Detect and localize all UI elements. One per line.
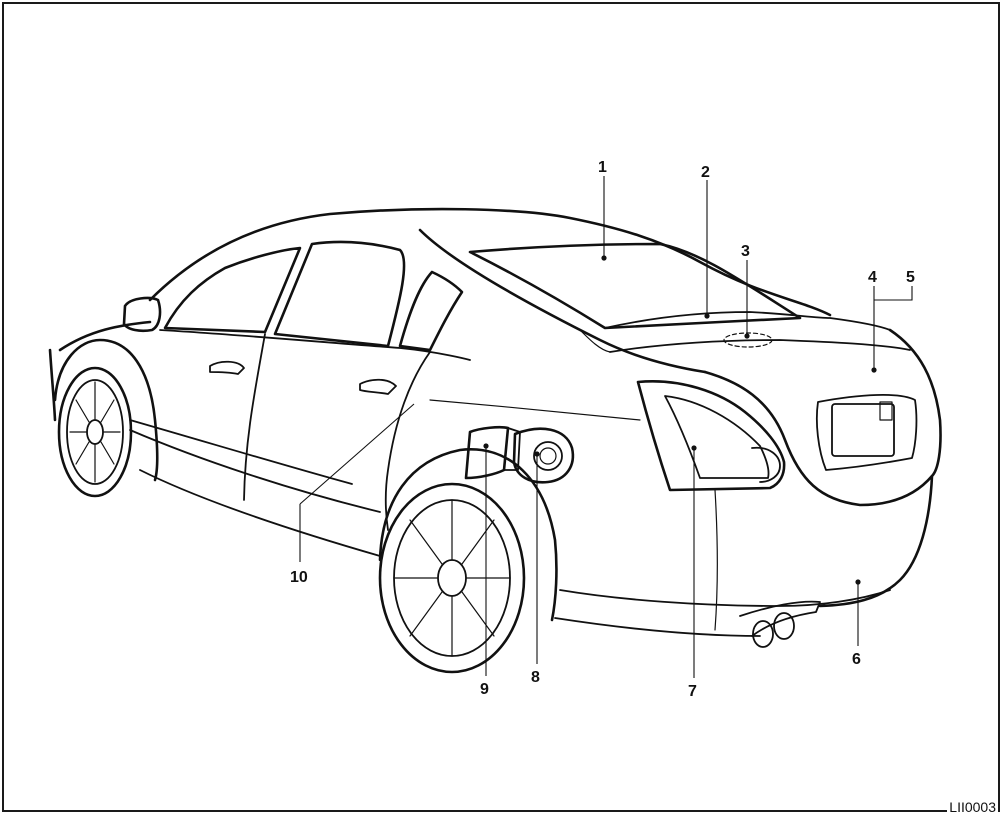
fuel-door xyxy=(464,425,510,480)
callout-3: 3 xyxy=(741,243,750,260)
bumper-seam xyxy=(714,489,718,631)
car-illustration xyxy=(48,207,942,674)
quarter-window xyxy=(398,270,464,352)
callout-labels: 1 2 3 4 5 6 7 8 9 10 xyxy=(290,159,915,700)
front-wheel-arch xyxy=(53,338,159,482)
exhaust-cutout xyxy=(739,600,821,637)
quarter-character-line xyxy=(429,399,641,421)
trunk-lid xyxy=(604,311,891,331)
front-door-window xyxy=(163,246,302,334)
rear-door-window xyxy=(273,240,406,348)
rear-door-rear-edge xyxy=(384,351,431,531)
callout-1: 1 xyxy=(598,159,607,176)
exhaust-tip-left xyxy=(752,620,774,648)
front-body-edge xyxy=(48,348,57,422)
tail-light xyxy=(636,380,786,492)
rear-wheel xyxy=(378,482,526,674)
tail-light-lens xyxy=(664,395,770,479)
bumper-lower xyxy=(554,617,761,637)
license-recess xyxy=(815,394,918,471)
rear-door-handle xyxy=(359,378,397,395)
callout-leaders xyxy=(299,176,913,678)
rear-quarter xyxy=(703,370,934,507)
side-mirror xyxy=(122,296,162,333)
front-door-rear-edge xyxy=(243,333,266,501)
callout-8: 8 xyxy=(531,669,540,686)
callout-2: 2 xyxy=(701,164,710,181)
rear-end xyxy=(818,328,942,608)
rear-wheel-arch xyxy=(378,448,558,622)
roof-outline xyxy=(148,207,832,317)
rear-window xyxy=(468,242,802,330)
rear-bumper xyxy=(559,589,891,607)
callout-10: 10 xyxy=(290,569,308,586)
front-wheel xyxy=(57,366,133,498)
rocker-molding xyxy=(129,429,381,513)
high-mount-light xyxy=(723,332,773,348)
callout-7: 7 xyxy=(688,683,697,700)
figure-id-label: LII0003 xyxy=(947,799,998,815)
trunk-handle xyxy=(879,401,893,421)
callout-6: 6 xyxy=(852,651,861,668)
c-pillar xyxy=(418,228,707,374)
callout-5: 5 xyxy=(906,269,915,286)
exhaust-tip-right xyxy=(773,612,795,640)
callout-4: 4 xyxy=(868,269,877,286)
body-side-bottom xyxy=(139,469,381,557)
front-door-handle xyxy=(209,360,245,375)
callout-9: 9 xyxy=(480,681,489,698)
side-molding xyxy=(129,419,353,485)
fuel-door-hinge xyxy=(503,427,521,471)
fuel-cap xyxy=(533,441,563,471)
tail-light-inner xyxy=(751,446,781,483)
lower-body xyxy=(58,320,152,352)
license-plate xyxy=(831,403,895,457)
fuel-filler-pocket xyxy=(512,427,575,484)
belt-line xyxy=(159,329,471,361)
